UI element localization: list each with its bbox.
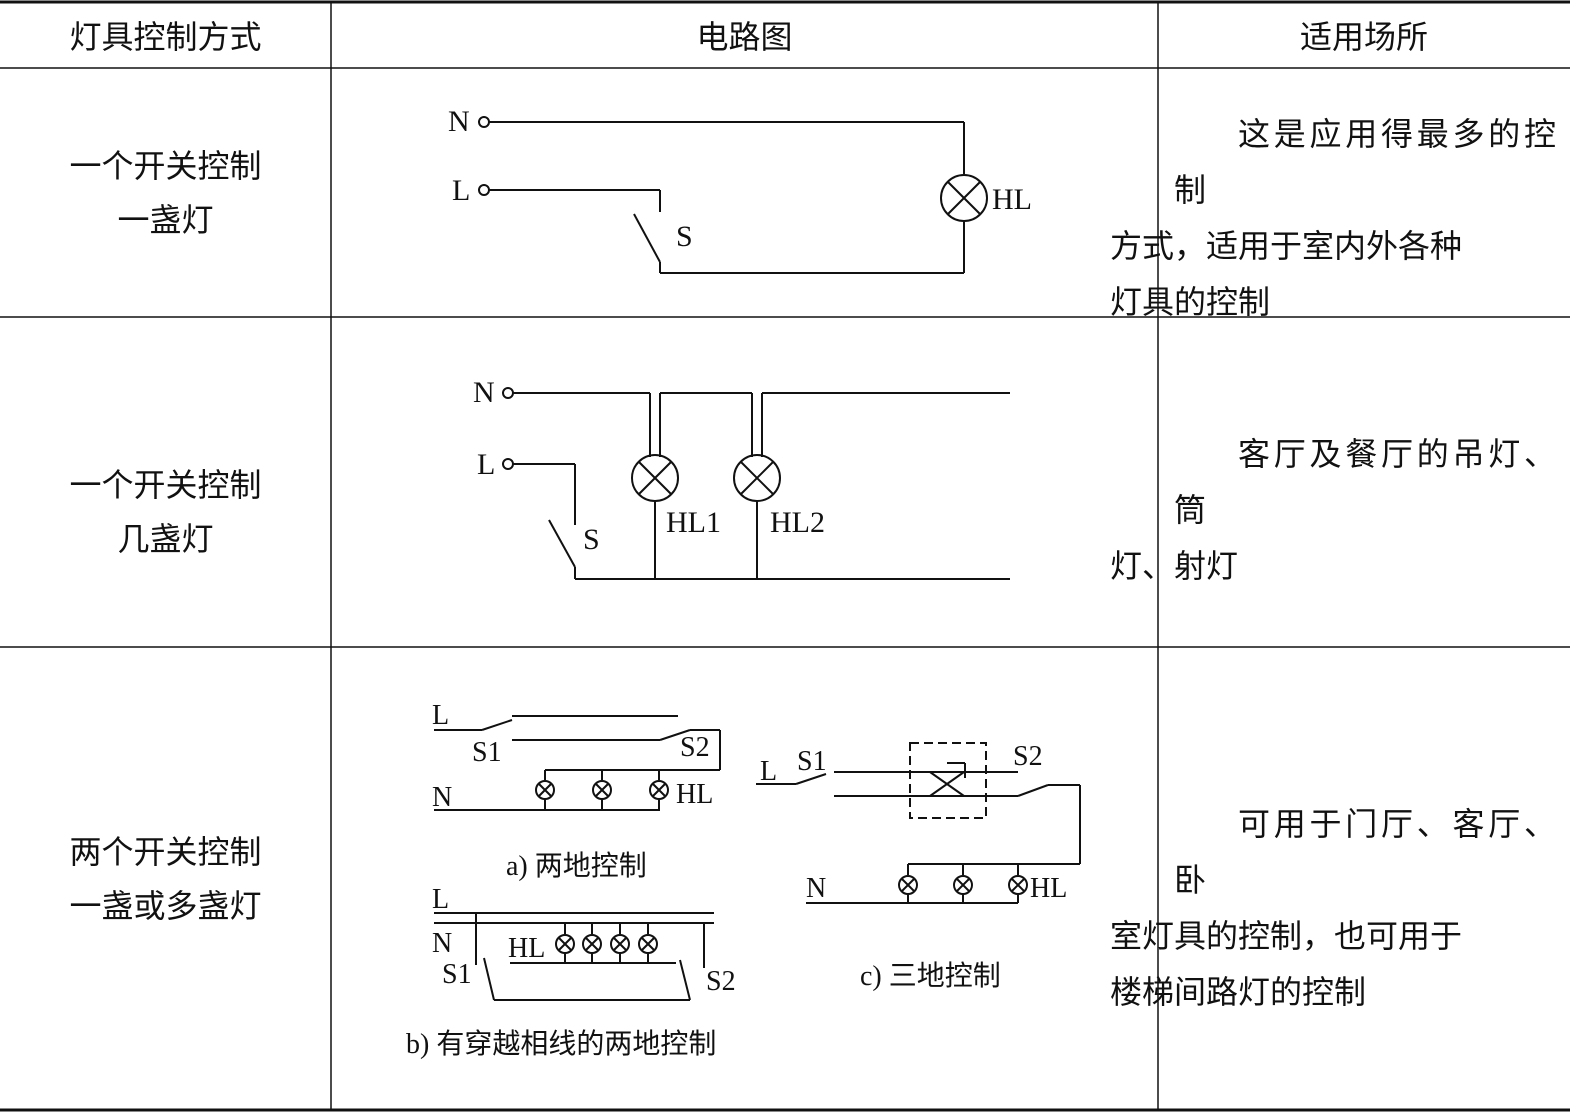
label-l: L <box>432 700 449 731</box>
label-hl: HL <box>508 933 545 964</box>
row3-method-line2: 一盏或多盏灯 <box>69 887 262 924</box>
row1-method-line2: 一盏灯 <box>117 201 214 238</box>
label-n: N <box>432 782 452 813</box>
label-s: S <box>676 220 693 253</box>
lamp <box>638 923 658 963</box>
caption-c: c) 三地控制 <box>860 960 1001 992</box>
row3-place-line1: 可用于门厅、客厅、卧 <box>1174 806 1556 898</box>
caption-a: a) 两地控制 <box>506 850 647 882</box>
label-s1: S1 <box>472 737 502 768</box>
row2-method: 一个开关控制 几盏灯 <box>0 317 331 707</box>
label-hl: HL <box>676 779 713 810</box>
lamp <box>535 770 555 810</box>
circuit-b: L N HL S1 S2 b) 有穿越相线的两地控制 <box>406 884 736 1060</box>
label-l: L <box>760 756 777 787</box>
row3-method-line1: 两个开关控制 <box>69 833 262 870</box>
lamp <box>592 770 612 810</box>
row2-place: 客厅及餐厅的吊灯、筒 灯、射灯 <box>1110 426 1570 594</box>
row1-place-line3: 灯具的控制 <box>1110 284 1271 320</box>
row2-method-line2: 几盏灯 <box>117 521 214 557</box>
row1-method: 一个开关控制 一盏灯 <box>0 68 331 317</box>
row3-place-line2: 室灯具的控制，也可用于 <box>1110 918 1463 954</box>
label-s1: S1 <box>797 746 827 777</box>
caption-b: b) 有穿越相线的两地控制 <box>406 1028 716 1060</box>
lamp <box>649 770 669 810</box>
label-l: L <box>452 174 470 207</box>
circuit-a: L S1 S2 N HL a) 两地控制 <box>432 700 721 882</box>
lamp <box>610 923 630 963</box>
circuit-c: L S1 S2 N HL c) 三地控制 <box>756 741 1081 992</box>
label-s2: S2 <box>706 966 736 997</box>
lamp <box>582 923 602 963</box>
row1-place-line1: 这是应用得最多的控制 <box>1174 116 1556 208</box>
row1-place-line2: 方式，适用于室内外各种 <box>1110 228 1463 264</box>
lamp <box>1008 864 1028 903</box>
label-hl: HL <box>992 183 1032 216</box>
row1-method-line1: 一个开关控制 <box>69 147 262 184</box>
label-hl2: HL2 <box>770 506 825 539</box>
row2-method-line1: 一个开关控制 <box>69 467 262 503</box>
row1-place: 这是应用得最多的控制 方式，适用于室内外各种 灯具的控制 <box>1110 106 1570 330</box>
label-s2: S2 <box>680 732 710 763</box>
label-hl: HL <box>1030 873 1067 904</box>
label-n: N <box>806 873 826 904</box>
header-place: 适用场所 <box>1299 19 1428 55</box>
label-s1: S1 <box>442 959 472 990</box>
row3-place-line3: 楼梯间路灯的控制 <box>1110 974 1367 1010</box>
row3-method: 两个开关控制 一盏或多盏灯 <box>0 647 331 1110</box>
lamp <box>953 864 973 903</box>
label-s2: S2 <box>1013 741 1043 772</box>
label-hl1: HL1 <box>666 506 721 539</box>
label-n: N <box>473 376 495 409</box>
label-l: L <box>432 884 449 915</box>
label-n: N <box>448 105 470 138</box>
label-l: L <box>477 448 495 481</box>
lamp <box>898 864 918 903</box>
header-method: 灯具控制方式 <box>69 19 262 55</box>
row3-place: 可用于门厅、客厅、卧 室灯具的控制，也可用于 楼梯间路灯的控制 <box>1110 796 1570 1020</box>
header-circuit: 电路图 <box>696 19 793 55</box>
lamp <box>555 923 575 963</box>
label-s: S <box>583 523 600 556</box>
label-n: N <box>432 928 452 959</box>
row2-place-line2: 灯、射灯 <box>1110 548 1239 584</box>
row2-place-line1: 客厅及餐厅的吊灯、筒 <box>1174 436 1556 528</box>
